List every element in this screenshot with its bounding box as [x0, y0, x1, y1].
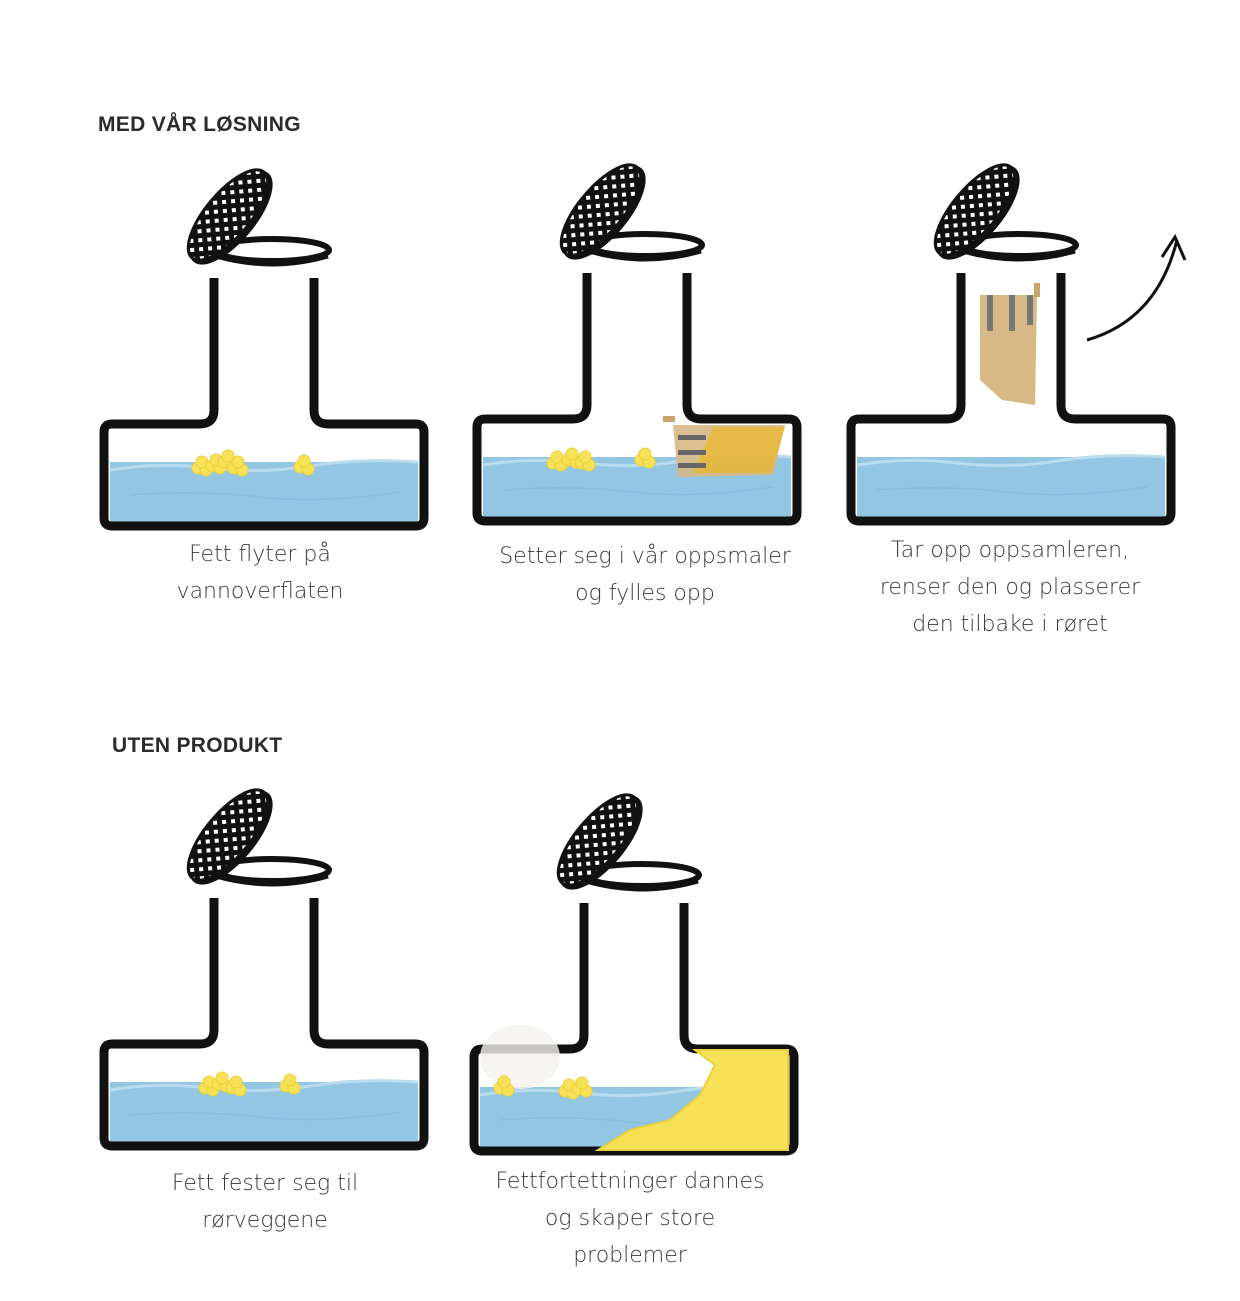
caption-panel-5: Fettfortettninger dannes og skaper store… — [470, 1163, 790, 1274]
fat-collector-lifted — [980, 283, 1040, 405]
manhole-illustration — [104, 776, 424, 1146]
caption-panel-2: Setter seg i vår oppsmaler og fylles opp — [470, 538, 820, 612]
section-heading-with-solution: MED VÅR LØSNING — [98, 113, 301, 136]
caption-line: vannoverflaten — [176, 579, 344, 604]
manhole-panel-3 — [851, 151, 1187, 521]
caption-panel-1: Fett flyter på vannoverflaten — [110, 536, 410, 610]
manhole-illustration — [104, 156, 424, 526]
fat-collector — [663, 416, 785, 477]
arrow-up-icon — [1086, 239, 1179, 342]
caption-line: renser den og plasserer — [879, 575, 1141, 600]
manhole-panel-4 — [104, 776, 424, 1146]
caption-line: Tar opp oppsamleren, — [890, 538, 1130, 563]
manhole-panel-1 — [104, 156, 424, 526]
caption-line: Setter seg i vår oppsmaler — [499, 544, 791, 569]
caption-line: den tilbake i røret — [912, 612, 1108, 637]
caption-line: og skaper store — [544, 1206, 716, 1231]
caption-panel-4: Fett fester seg til rørveggene — [115, 1165, 415, 1239]
caption-line: Fettfortettninger dannes — [495, 1169, 765, 1194]
fat-buildup — [493, 1049, 789, 1151]
caption-line: Fett fester seg til — [171, 1171, 359, 1196]
caption-line: problemer — [573, 1243, 687, 1268]
caption-line: og fylles opp — [575, 581, 715, 606]
caption-line: Fett flyter på — [189, 542, 331, 567]
caption-panel-3: Tar opp oppsamleren, renser den og plass… — [850, 532, 1170, 643]
manhole-panel-2 — [477, 151, 797, 521]
section-heading-without-product: UTEN PRODUKT — [112, 734, 283, 757]
caption-line: rørveggene — [202, 1208, 328, 1233]
manhole-panel-5 — [474, 781, 794, 1151]
